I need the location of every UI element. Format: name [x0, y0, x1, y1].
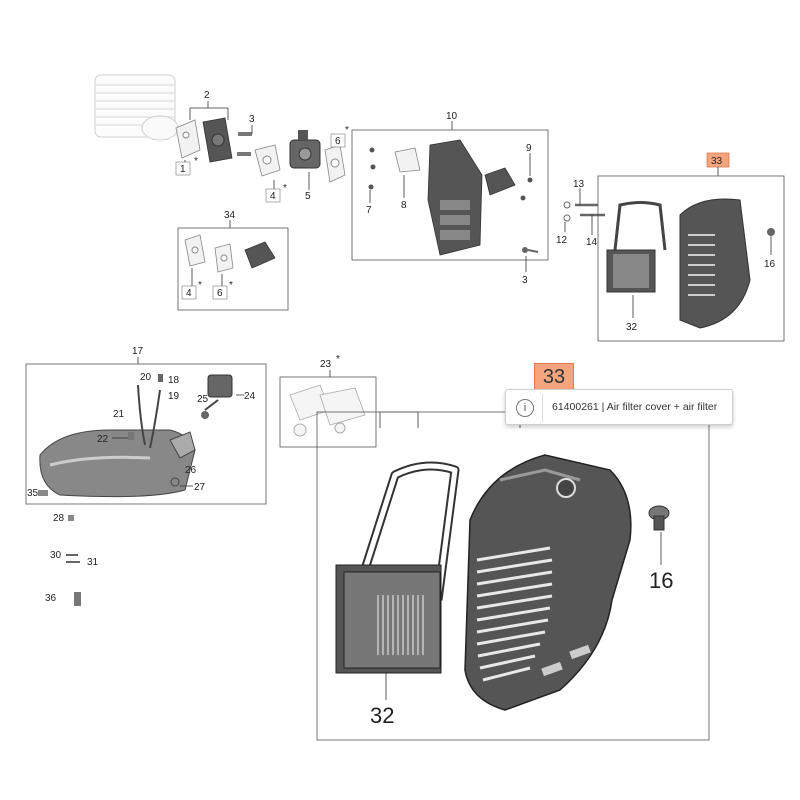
air-filter-cover-thumb	[679, 198, 751, 329]
callout-36: 36	[45, 593, 57, 604]
group-box-33-thumb	[597, 175, 785, 342]
callout-1: 1	[180, 164, 186, 175]
callout-23: 23	[320, 359, 332, 370]
callout-22: 22	[97, 434, 109, 445]
info-icon: i	[516, 399, 534, 417]
callout-3: 3	[249, 114, 255, 125]
callout-6b-star: *	[229, 280, 233, 291]
fuel-cap	[201, 374, 233, 419]
engine-block-ghost	[94, 74, 179, 141]
callout-4b: 4	[186, 288, 192, 299]
air-filter-thumb	[606, 201, 667, 293]
callout-8: 8	[401, 200, 407, 211]
callout-25: 25	[197, 394, 209, 405]
carburetor	[289, 130, 321, 169]
callout-7: 7	[366, 205, 372, 216]
tooltip-divider	[542, 394, 543, 422]
callout-16-thumb: 16	[764, 259, 776, 270]
callout-30: 30	[50, 550, 62, 561]
callout-2: 2	[204, 90, 210, 101]
callout-19: 19	[168, 391, 180, 402]
callout-20: 20	[140, 372, 152, 383]
air-box-base	[394, 139, 516, 256]
tooltip-text: 61400261 | Air filter cover + air filter	[552, 401, 718, 413]
callout-6-star: *	[345, 125, 349, 136]
callout-32-zoom: 32	[370, 703, 394, 728]
callout-35: 35	[27, 488, 39, 499]
tooltip-callout-number[interactable]: 33	[534, 363, 574, 391]
screws-12-13-14	[563, 201, 605, 222]
gasket-kit	[289, 384, 366, 437]
callout-16-zoom: 16	[649, 568, 673, 593]
callout-23-star: *	[336, 354, 340, 365]
callout-17: 17	[132, 346, 144, 357]
callout-21: 21	[113, 409, 125, 420]
callout-34: 34	[224, 210, 236, 221]
callout-24: 24	[244, 391, 256, 402]
callout-4: 4	[270, 191, 276, 202]
callout-14: 14	[586, 237, 598, 248]
callout-4-star: *	[283, 183, 287, 194]
callout-1-star: *	[194, 156, 198, 167]
callout-6b: 6	[217, 288, 223, 299]
callout-26: 26	[185, 465, 197, 476]
air-filter-cover-zoom	[464, 454, 632, 711]
callout-13: 13	[573, 179, 585, 190]
callout-4b-star: *	[198, 280, 202, 291]
callout-9: 9	[526, 143, 532, 154]
callout-31: 31	[87, 557, 99, 568]
group-box-34	[177, 227, 289, 311]
callout-5: 5	[305, 191, 311, 202]
intake-flange-parts	[175, 117, 252, 163]
callout-12: 12	[556, 235, 568, 246]
part-tooltip: i 61400261 | Air filter cover + air filt…	[505, 389, 733, 425]
group-box-10	[351, 129, 549, 261]
callout-33: 33	[711, 156, 723, 167]
callout-28: 28	[53, 513, 65, 524]
callout-6: 6	[335, 136, 341, 147]
callout-10: 10	[446, 111, 458, 122]
callout-3b: 3	[522, 275, 528, 286]
callout-18: 18	[168, 375, 180, 386]
screw-16-zoom	[648, 505, 670, 531]
callout-27: 27	[194, 482, 206, 493]
group-box-17	[25, 363, 267, 505]
callout-32-thumb: 32	[626, 322, 638, 333]
fuel-tank	[39, 429, 196, 498]
air-filter-zoom	[335, 461, 460, 674]
